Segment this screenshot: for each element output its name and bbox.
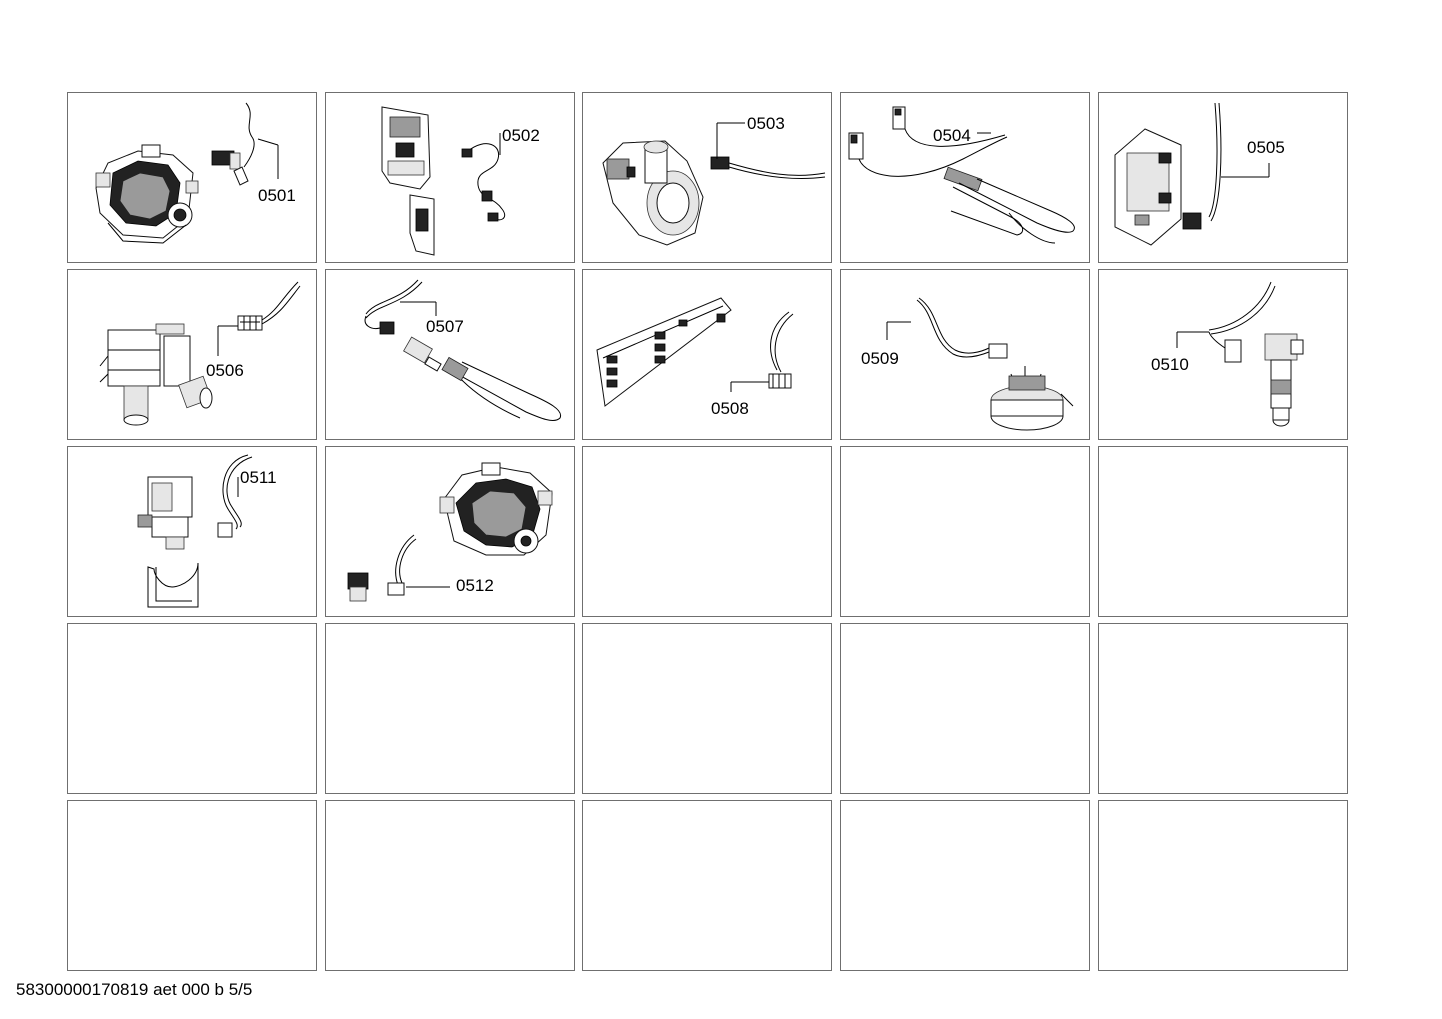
empty-cell <box>67 623 317 794</box>
valve-cable-illustration <box>237 281 301 331</box>
heater-element-drawing: 0504 <box>848 106 1075 244</box>
heating-element-illustration <box>943 166 1075 244</box>
part-label-0502: 0502 <box>502 126 540 145</box>
empty-cell <box>1098 446 1348 617</box>
empty-cell <box>67 800 317 971</box>
empty-cell <box>840 623 1090 794</box>
part-label-0509: 0509 <box>861 349 899 368</box>
heater-cable-illustration <box>848 106 1008 177</box>
part-cell-0505[interactable]: 0505 <box>1098 92 1348 263</box>
part-label-0511: 0511 <box>240 468 277 487</box>
part-cell-0509[interactable]: 0509 <box>840 269 1090 440</box>
display-board-drawing: 0508 <box>596 297 794 418</box>
ntc-sensor-drawing: 0507 <box>364 279 562 421</box>
motor-assembly-drawing: 0512 <box>347 462 553 602</box>
power-module-drawing: 0505 <box>1114 102 1285 246</box>
level-cable-illustration <box>1208 281 1276 363</box>
part-label-0512: 0512 <box>456 576 494 595</box>
pressure-switch-illustration <box>990 366 1074 431</box>
valve-cable-loop-illustration <box>217 454 253 538</box>
empty-cell <box>1098 800 1348 971</box>
control-board-illustration <box>381 106 435 256</box>
empty-cell <box>582 446 832 617</box>
part-cell-0503[interactable]: 0503 <box>582 92 832 263</box>
part-cell-0506[interactable]: 0506 <box>67 269 317 440</box>
part-cell-0512[interactable]: 0512 <box>325 446 575 617</box>
level-sensor-drawing: 0510 <box>1151 281 1304 427</box>
part-cell-0511[interactable]: 0511 <box>67 446 317 617</box>
part-label-0505: 0505 <box>1247 138 1285 157</box>
document-id-footer: 58300000170819 aet 000 b 5/5 <box>16 980 253 999</box>
part-label-0503: 0503 <box>747 114 785 133</box>
part-cell-0502[interactable]: 0502 <box>325 92 575 263</box>
part-cell-0508[interactable]: 0508 <box>582 269 832 440</box>
power-module-illustration <box>1114 128 1182 246</box>
control-module-drawing: 0502 <box>381 106 540 256</box>
tacho-sensor-illustration <box>211 102 255 186</box>
motor-with-sensor-drawing: 0501 <box>95 102 296 244</box>
empty-cell <box>840 800 1090 971</box>
valve-bracket-illustration <box>147 562 199 608</box>
part-label-0501: 0501 <box>258 186 296 205</box>
part-cell-0504[interactable]: 0504 <box>840 92 1090 263</box>
motor-sensor-illustration <box>347 534 417 602</box>
pressure-cable-illustration <box>916 297 1008 359</box>
empty-cell <box>325 623 575 794</box>
empty-cell <box>582 800 832 971</box>
aquastop-valve-drawing: 0511 <box>137 454 277 608</box>
water-valve-illustration <box>99 323 213 426</box>
pump-cable-illustration <box>710 156 826 179</box>
drain-pump-drawing: 0503 <box>602 114 826 246</box>
part-label-0507: 0507 <box>426 317 464 336</box>
inlet-valve-drawing: 0506 <box>99 281 301 426</box>
pressure-sensor-drawing: 0509 <box>861 297 1074 431</box>
level-switch-illustration <box>1264 333 1304 427</box>
empty-cell <box>325 800 575 971</box>
part-cell-0507[interactable]: 0507 <box>325 269 575 440</box>
empty-cell <box>582 623 832 794</box>
part-cell-0510[interactable]: 0510 <box>1098 269 1348 440</box>
part-label-0510: 0510 <box>1151 355 1189 374</box>
wiring-harness-illustration <box>461 143 506 222</box>
part-label-0508: 0508 <box>711 399 749 418</box>
motor-illustration <box>95 144 199 244</box>
drain-pump-illustration <box>602 140 704 246</box>
single-valve-illustration <box>137 476 193 550</box>
empty-cell <box>840 446 1090 617</box>
display-board-illustration <box>596 297 732 407</box>
motor-illustration <box>439 462 553 556</box>
sensor-probe-illustration <box>403 336 562 421</box>
part-cell-0501[interactable]: 0501 <box>67 92 317 263</box>
part-label-0506: 0506 <box>206 361 244 380</box>
module-cable-illustration <box>1182 102 1222 230</box>
empty-cell <box>1098 623 1348 794</box>
part-label-0504: 0504 <box>933 126 971 145</box>
display-cable-illustration <box>768 311 794 389</box>
sensor-cable-illustration <box>364 279 423 335</box>
